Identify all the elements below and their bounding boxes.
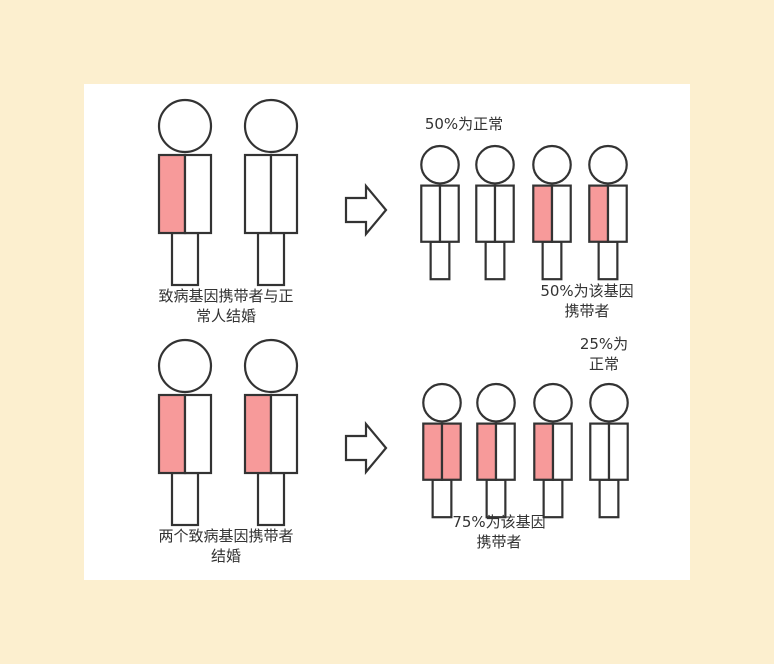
caption-line: 致病基因携带者与正 [158, 287, 294, 305]
legs [170, 231, 200, 287]
scenario-2-carrier-label: 75%为该基因 携带者 [434, 512, 564, 552]
body-right-half [438, 184, 460, 243]
label-line: 携带者 [564, 302, 610, 320]
caption-line: 两个致病基因携带者 [158, 527, 294, 545]
diagram-canvas [157, 98, 629, 527]
head [588, 144, 628, 185]
body-right-half [183, 393, 213, 475]
body-left-half [243, 393, 273, 475]
head [532, 144, 572, 185]
legs [170, 471, 200, 527]
scenario-1-carrier-label: 50%为该基因 携带者 [522, 281, 652, 321]
head [533, 382, 573, 423]
head [243, 338, 299, 394]
label-line: 75%为该基因 [452, 513, 546, 531]
child-figure [588, 144, 628, 281]
label-line: 25%为 [579, 335, 629, 353]
legs [541, 240, 563, 281]
parent-figure [157, 98, 213, 287]
child-figure [533, 382, 573, 519]
body-right-half [440, 422, 462, 481]
body-left-half [532, 184, 554, 243]
body-right-half [550, 184, 572, 243]
parent-figure [157, 338, 213, 527]
head [243, 98, 299, 154]
child-figure [589, 382, 629, 519]
body-right-half [183, 153, 213, 235]
scenario-1-normal-label: 50%为正常 [424, 115, 504, 133]
body-right-half [494, 422, 516, 481]
body-left-half [589, 422, 611, 481]
body-left-half [157, 393, 187, 475]
child-figure [476, 382, 516, 519]
body-left-half [422, 422, 444, 481]
body-right-half [493, 184, 515, 243]
head [589, 382, 629, 423]
head [157, 98, 213, 154]
head [476, 382, 516, 423]
legs [256, 231, 286, 287]
legs [429, 240, 451, 281]
scenario-2-normal-label: 25%为 正常 [564, 334, 644, 374]
body-left-half [588, 184, 610, 243]
parent-figure [243, 338, 299, 527]
caption-line: 常人结婚 [195, 307, 256, 325]
caption-line: 结婚 [210, 547, 241, 565]
label-line: 50%为该基因 [540, 282, 634, 300]
scenario-2-parents-caption: 两个致病基因携带者 结婚 [136, 526, 316, 566]
body-left-half [475, 184, 497, 243]
child-figure [420, 144, 460, 281]
label-line: 正常 [588, 355, 619, 373]
diagram-panel: 致病基因携带者与正 常人结婚 50%为正常 50%为该基因 携带者 两个致病基因… [84, 84, 690, 580]
legs [256, 471, 286, 527]
child-figure [475, 144, 515, 281]
body-left-half [533, 422, 555, 481]
label-line: 携带者 [476, 533, 522, 551]
body-right-half [269, 393, 299, 475]
legs [484, 240, 506, 281]
legs [597, 240, 619, 281]
body-right-half [551, 422, 573, 481]
head [157, 338, 213, 394]
body-left-half [476, 422, 498, 481]
right-arrow-icon [344, 420, 388, 476]
right-arrow-icon [344, 182, 388, 238]
head [422, 382, 462, 423]
body-left-half [157, 153, 187, 235]
body-right-half [606, 184, 628, 243]
body-right-half [269, 153, 299, 235]
head [475, 144, 515, 185]
body-left-half [243, 153, 273, 235]
scenario-1-parents-caption: 致病基因携带者与正 常人结婚 [136, 286, 316, 326]
head [420, 144, 460, 185]
body-left-half [420, 184, 442, 243]
parent-figure [243, 98, 299, 287]
child-figure [532, 144, 572, 281]
body-right-half [607, 422, 629, 481]
child-figure [422, 382, 462, 519]
legs [598, 478, 620, 519]
